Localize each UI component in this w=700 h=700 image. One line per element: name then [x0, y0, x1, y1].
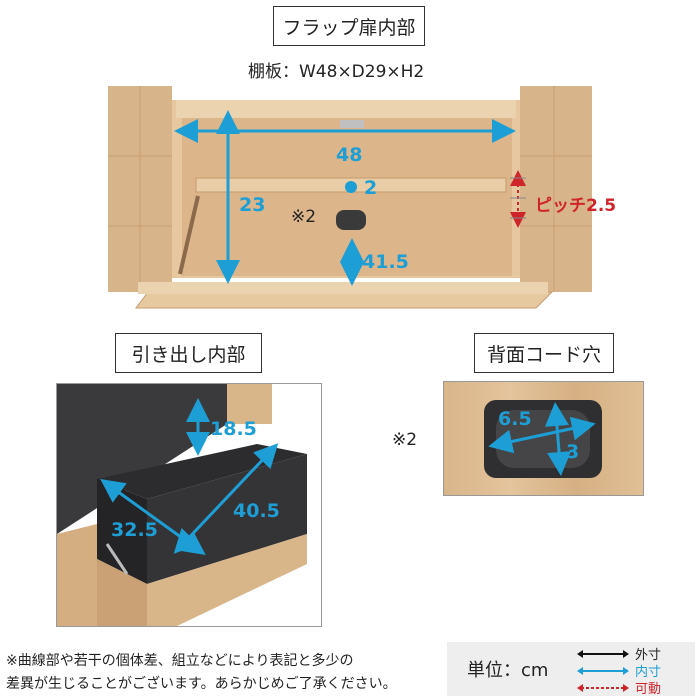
cord-height-dim: 3: [566, 441, 580, 463]
cord-title-text: 背面コード穴: [486, 343, 601, 366]
legend-label-outer: 外寸: [635, 648, 662, 663]
legend-item-movable: 可動: [577, 679, 662, 697]
unit-label: 単位：cm: [467, 660, 549, 681]
flap-note-mark: ※2: [291, 207, 317, 227]
unit-legend-box: 単位：cm 外寸 内寸 可動: [447, 642, 695, 697]
footer-note: ※曲線部や若干の個体差、組立などにより表記と多少の 差異が生じることがございます…: [6, 650, 397, 696]
drawer-title-text: 引き出し内部: [131, 343, 246, 366]
footer-note-line2: 差異が生じることがございます。あらかじめご了承ください。: [6, 676, 397, 692]
drawer-width-dim: 32.5: [111, 519, 158, 541]
shelf-spec-text: 棚板：W48×D29×H2: [248, 62, 425, 82]
legend-label-movable: 可動: [635, 682, 662, 697]
legend-item-outer: 外寸: [577, 645, 662, 663]
flap-title-text: フラップ扉内部: [282, 16, 416, 39]
footer-note-line1: ※曲線部や若干の個体差、組立などにより表記と多少の: [6, 653, 354, 669]
drawer-depth-dim: 40.5: [233, 500, 280, 522]
flap-pitch-label: ピッチ2.5: [535, 196, 617, 216]
flap-height-dim: 23: [239, 194, 266, 216]
cord-hole-svg: [484, 400, 602, 478]
cord-width-dim: 6.5: [498, 408, 532, 430]
flap-section-title: フラップ扉内部: [273, 6, 425, 46]
cord-section-title: 背面コード穴: [474, 333, 614, 373]
flap-bottom-dim: 41.5: [362, 251, 409, 273]
cord-hole-photo: [443, 381, 644, 496]
cord-note-mark: ※2: [392, 430, 418, 450]
double-arrow-red-icon: [577, 683, 629, 692]
double-arrow-cyan-icon: [577, 666, 629, 675]
flap-width-dim: 48: [336, 144, 363, 166]
drawer-height-dim: 18.5: [210, 418, 257, 440]
legend-item-inner: 内寸: [577, 662, 662, 680]
drawer-section-title: 引き出し内部: [115, 333, 262, 373]
double-arrow-black-icon: [577, 649, 629, 658]
flap-shelf-thickness-dim: 2: [364, 177, 378, 199]
legend-label-inner: 内寸: [635, 665, 662, 680]
legend-list: 外寸 内寸 可動: [577, 645, 662, 697]
